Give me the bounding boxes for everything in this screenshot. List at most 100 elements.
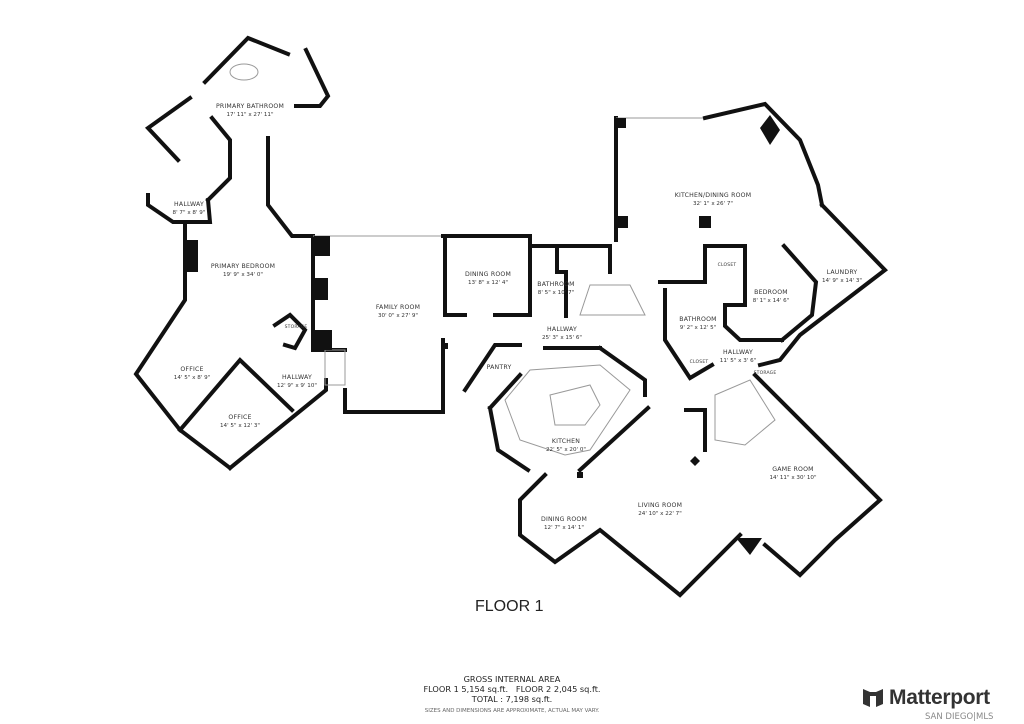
wall [703,244,784,342]
room-name: LAUNDRY [826,269,858,276]
column [314,330,332,350]
wall [663,288,715,381]
room-label: HALLWAY 8' 7" x 8' 9" [173,201,206,217]
area-note: SIZES AND DIMENSIONS ARE APPROXIMATE, AC… [424,708,600,714]
column [690,456,700,466]
wall [266,136,315,238]
wall [133,220,233,471]
room-name: DINING ROOM [464,271,512,278]
fireplace [186,240,198,272]
room-label: HALLWAY 12' 9" x 9' 10" [277,374,317,390]
column [442,343,448,349]
wall [658,244,707,284]
room-dims: 14' 5" x 12' 3" [220,423,260,429]
room-name: BATHROOM [537,281,575,288]
room-name: STORAGE [753,371,777,376]
room-label: GAME ROOM 14' 11" x 30' 10" [769,466,816,482]
column [616,216,628,228]
room-name: HALLWAY [547,326,577,333]
room-dims: 24' 10" x 22' 7" [638,511,682,517]
wall [558,116,618,274]
room-label: BATHROOM 9' 2" x 12' 5" [679,316,716,332]
room-name: CLOSET [689,360,709,365]
counter [714,379,776,446]
room-dims: 13' 8" x 12' 4" [467,280,508,286]
wall [227,378,328,471]
room-label: PRIMARY BATHROOM 17' 11" x 27' 11" [216,103,284,119]
walls [133,35,889,598]
room-name: KITCHEN [551,438,581,445]
room-name: GAME ROOM [772,466,814,473]
room-name: FAMILY ROOM [375,304,421,311]
room-dims: 11' 5" x 3' 6" [719,358,757,364]
room-name: HALLWAY [723,349,753,356]
fireplace [314,278,328,300]
fireplace [760,115,780,145]
wall [202,35,291,85]
room-name: PRIMARY BEDROOM [210,263,276,270]
room-dims: 14' 9" x 14' 3" [822,278,862,284]
fixtures [186,63,780,555]
counter [504,364,631,456]
wall [702,101,825,208]
room-label: STORAGE [754,370,777,378]
room-dims: 9' 2" x 12' 5" [679,325,717,331]
wall [294,47,331,108]
room-name: OFFICE [228,414,252,421]
column [616,118,626,128]
wall [684,408,707,452]
room-label: OFFICE 14' 5" x 12' 3" [220,414,260,430]
room-name: DINING ROOM [540,516,588,523]
bathtub [229,63,259,81]
wall [752,372,883,578]
room-dims: 22' 5" x 20' 0" [546,447,586,453]
matterport-logo: Matterport [862,686,990,710]
wall [462,343,602,393]
room-label: DINING ROOM 13' 8" x 12' 4" [465,271,511,287]
room-dims: 8' 1" x 14' 6" [752,298,790,304]
logo-text: Matterport [889,686,990,709]
room-label: KITCHEN 22' 5" x 20' 0" [546,438,586,454]
room-label: HALLWAY 11' 5" x 3' 6" [720,349,756,365]
room-name: STORAGE [284,325,308,330]
wall [487,372,531,473]
wall [146,193,213,224]
room-name: BEDROOM [754,289,788,296]
wall [272,312,308,351]
room-label: LAUNDRY 14' 9" x 14' 3" [822,269,862,285]
wall [144,95,193,163]
room-name: PRIMARY BATHROOM [215,103,285,110]
wall [205,115,232,203]
room-name: BATHROOM [679,316,717,323]
room-dims: 8' 7" x 8' 9" [172,210,206,216]
wall [528,244,568,318]
room-label: BEDROOM 8' 1" x 14' 6" [753,289,789,305]
room-dims: 14' 5" x 8' 9" [173,375,211,381]
room-dims: 12' 9" x 9' 10" [277,383,317,389]
fireplace [314,236,330,256]
room-dims: 14' 11" x 30' 10" [769,475,817,481]
wall [757,202,889,368]
room-name: HALLWAY [282,374,312,381]
room-name: HALLWAY [174,201,204,208]
wall [177,357,295,433]
wall [577,345,651,473]
room-dims: 30' 0" x 27' 9" [378,313,418,319]
room-name: OFFICE [180,366,204,373]
area-floors: FLOOR 1 5,154 sq.ft. FLOOR 2 2,045 sq.ft… [423,684,601,694]
room-name: PANTRY [486,364,512,371]
room-label: PANTRY [487,364,512,372]
room-dims: 32' 1" x 26' 7" [692,201,733,207]
room-label: CLOSET [690,359,709,367]
floor-label: FLOOR 1 [475,598,544,615]
room-label: STORAGE [285,324,308,332]
room-dims: 17' 11" x 27' 11" [226,112,274,118]
wall [779,243,819,343]
room-name: LIVING ROOM [637,502,683,509]
area-total: TOTAL : 7,198 sq.ft. [471,694,553,704]
room-label: CLOSET [718,262,737,270]
